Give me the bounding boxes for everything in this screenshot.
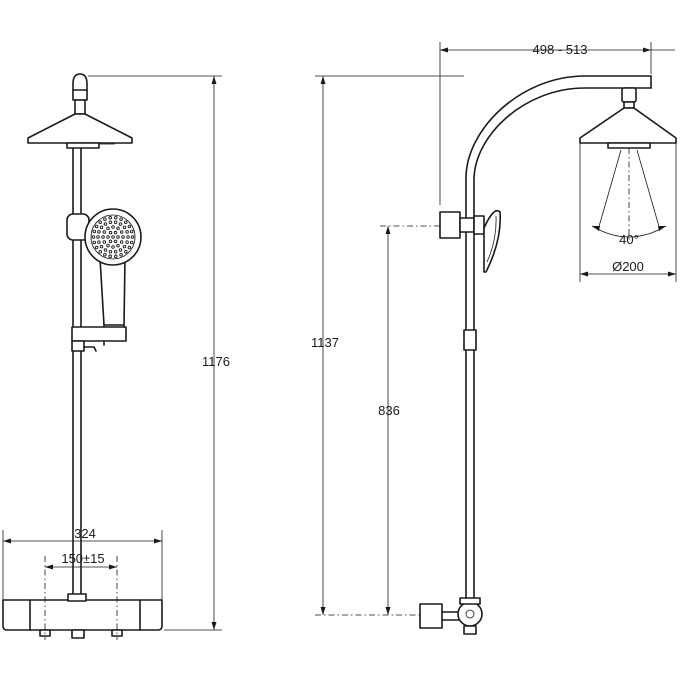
- nozzle-hole: [114, 215, 118, 220]
- dim-front-spacing: 150±15: [61, 551, 104, 566]
- nozzle-hole: [118, 222, 123, 226]
- dim-front-height: 1176: [202, 354, 230, 369]
- nozzle-hole: [108, 215, 112, 220]
- nozzle-hole: [116, 235, 120, 239]
- nozzle-hole: [119, 217, 123, 222]
- side-view: 40° 498 - 513 1137: [311, 42, 677, 635]
- side-hand-shower: [483, 209, 502, 273]
- dim-side-reach: 498 - 513: [533, 42, 588, 57]
- front-hand-shower-nozzles: [91, 215, 135, 259]
- nozzle-hole: [113, 220, 118, 224]
- front-head-knob: [72, 73, 88, 101]
- front-view: 324 150±15 1176: [2, 73, 230, 640]
- nozzle-hole: [124, 220, 128, 225]
- nozzle-hole: [116, 243, 120, 248]
- nozzle-hole: [119, 230, 124, 234]
- nozzle-hole: [113, 230, 118, 235]
- nozzle-hole: [106, 243, 110, 248]
- nozzle-hole: [122, 225, 127, 230]
- nozzle-hole: [121, 235, 125, 239]
- dim-side-height: 1137: [311, 335, 339, 350]
- spray-angle-arc: [591, 225, 667, 238]
- nozzle-hole: [126, 235, 130, 239]
- nozzle-hole: [98, 249, 102, 254]
- nozzle-hole: [99, 244, 104, 249]
- nozzle-hole: [98, 220, 102, 225]
- side-wall-connector: [419, 603, 443, 629]
- side-head-connector: [621, 87, 637, 103]
- side-curved-arm: [465, 75, 652, 201]
- nozzle-hole: [103, 217, 107, 222]
- front-head-nozzle-plate: [66, 142, 100, 149]
- nozzle-hole: [113, 239, 118, 244]
- nozzle-hole: [101, 235, 105, 239]
- nozzle-hole: [125, 240, 129, 244]
- nozzle-hole: [119, 252, 123, 257]
- nozzle-hole: [111, 245, 115, 249]
- front-head-neck: [74, 99, 86, 115]
- nozzle-hole: [129, 240, 134, 245]
- front-thermostat-connector: [67, 593, 87, 602]
- nozzle-hole: [116, 226, 120, 231]
- front-thermostat-outlet: [71, 629, 85, 639]
- nozzle-hole: [122, 244, 127, 249]
- nozzle-hole: [99, 225, 104, 230]
- front-thermostat-bar: [2, 599, 163, 631]
- nozzle-hole: [96, 235, 100, 239]
- nozzle-hole: [92, 240, 97, 245]
- dim-front-width: 324: [74, 526, 96, 541]
- nozzle-hole: [94, 245, 99, 250]
- nozzle-hole: [94, 224, 99, 229]
- side-head-nozzle-plate: [607, 142, 651, 149]
- nozzle-hole: [97, 230, 101, 234]
- nozzle-hole: [108, 220, 113, 224]
- nozzle-hole: [102, 230, 107, 234]
- nozzle-hole: [127, 245, 132, 250]
- front-hand-shower-handle: [99, 257, 126, 326]
- nozzle-hole: [106, 226, 110, 231]
- nozzle-hole: [103, 248, 108, 252]
- nozzle-hole: [119, 240, 124, 244]
- nozzle-hole: [130, 235, 135, 239]
- nozzle-hole: [129, 229, 134, 234]
- nozzle-hole: [106, 235, 110, 239]
- nozzle-hole: [108, 239, 113, 244]
- nozzle-hole: [124, 249, 128, 254]
- nozzle-hole: [92, 229, 97, 234]
- front-overhead-shower: [27, 113, 133, 144]
- nozzle-hole: [114, 254, 118, 259]
- nozzle-hole: [125, 230, 129, 234]
- nozzle-hole: [103, 252, 107, 257]
- nozzle-hole: [113, 250, 118, 254]
- nozzle-hole: [108, 254, 112, 259]
- nozzle-hole: [108, 230, 113, 235]
- side-overhead-shower: [579, 107, 677, 144]
- dim-side-holder-height: 836: [378, 403, 400, 418]
- nozzle-hole: [97, 240, 101, 244]
- nozzle-hole: [127, 224, 132, 229]
- front-hose-connector: [71, 326, 127, 342]
- side-bottom-knob: [457, 601, 483, 627]
- nozzle-hole: [111, 235, 115, 239]
- nozzle-hole: [111, 225, 115, 229]
- nozzle-hole: [102, 240, 107, 244]
- nozzle-hole: [91, 235, 96, 239]
- side-riser-joint: [463, 329, 477, 351]
- dim-head-diameter: Ø200: [612, 259, 644, 274]
- nozzle-hole: [103, 222, 108, 226]
- side-slider-holder: [439, 211, 461, 239]
- nozzle-hole: [108, 250, 113, 254]
- nozzle-hole: [118, 248, 123, 252]
- dim-spray-angle: 40°: [619, 232, 639, 247]
